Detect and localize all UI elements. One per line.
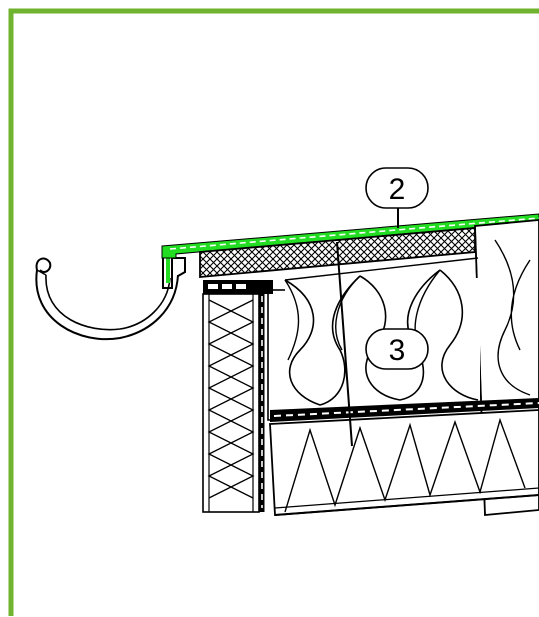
- callout-3: 3: [365, 328, 429, 370]
- gutter: [35, 257, 179, 341]
- vapor-barrier: [270, 398, 539, 422]
- wall-insulation: [202, 293, 260, 513]
- callout-3-label: 3: [389, 334, 406, 367]
- frame-border: [8, 8, 539, 616]
- fastener: [336, 241, 353, 447]
- roof-deck-joist: [269, 409, 539, 516]
- callout-2: 2: [365, 167, 429, 228]
- callout-2-label: 2: [389, 173, 406, 206]
- wall-top-plate: [203, 280, 273, 294]
- roof-membrane: [161, 213, 539, 259]
